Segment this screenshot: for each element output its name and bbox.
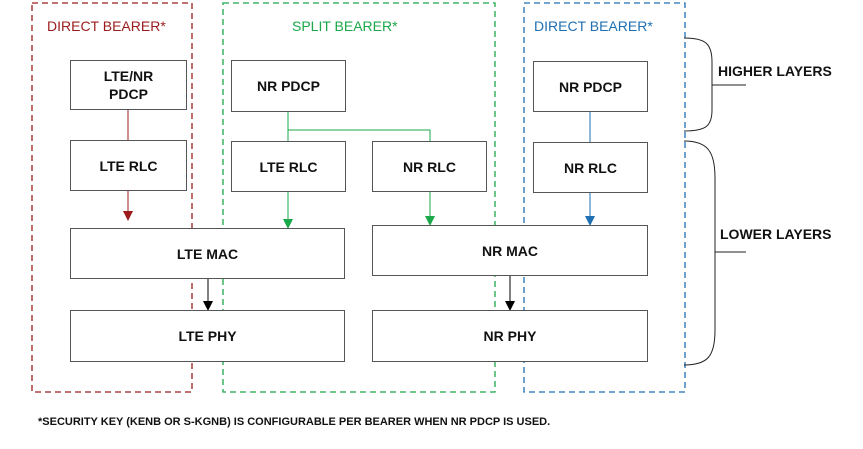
nr-phy-box: NR PHY [372,310,648,362]
lte-phy-box: LTE PHY [70,310,345,362]
lower-layers-label: LOWER LAYERS [720,226,832,242]
nr-mac-box: NR MAC [372,225,648,276]
split-nr-pdcp-box: NR PDCP [231,60,346,112]
split-bearer-title: SPLIT BEARER* [292,18,398,34]
right-nr-rlc-box: NR RLC [533,142,648,193]
security-footnote: *SECURITY KEY (KENB OR S-KGNB) IS CONFIG… [38,416,551,428]
direct-bearer-left-frame [31,2,193,393]
higher-layers-brace [683,37,713,132]
split-bearer-frame [222,2,496,393]
direct-bearer-right-frame [523,2,686,393]
lower-layers-brace [683,140,716,366]
lte-nr-pdcp-box: LTE/NR PDCP [70,60,187,110]
direct-bearer-right-title: DIRECT BEARER* [534,18,653,34]
direct-bearer-left-title: DIRECT BEARER* [47,18,166,34]
right-nr-pdcp-box: NR PDCP [533,61,648,112]
lte-mac-box: LTE MAC [70,228,345,279]
higher-layers-label: HIGHER LAYERS [718,63,832,79]
split-lte-rlc-box: LTE RLC [231,141,346,192]
left-lte-rlc-box: LTE RLC [70,140,187,191]
split-pdcp-branch-line [288,129,431,141]
split-nr-rlc-box: NR RLC [372,141,487,192]
